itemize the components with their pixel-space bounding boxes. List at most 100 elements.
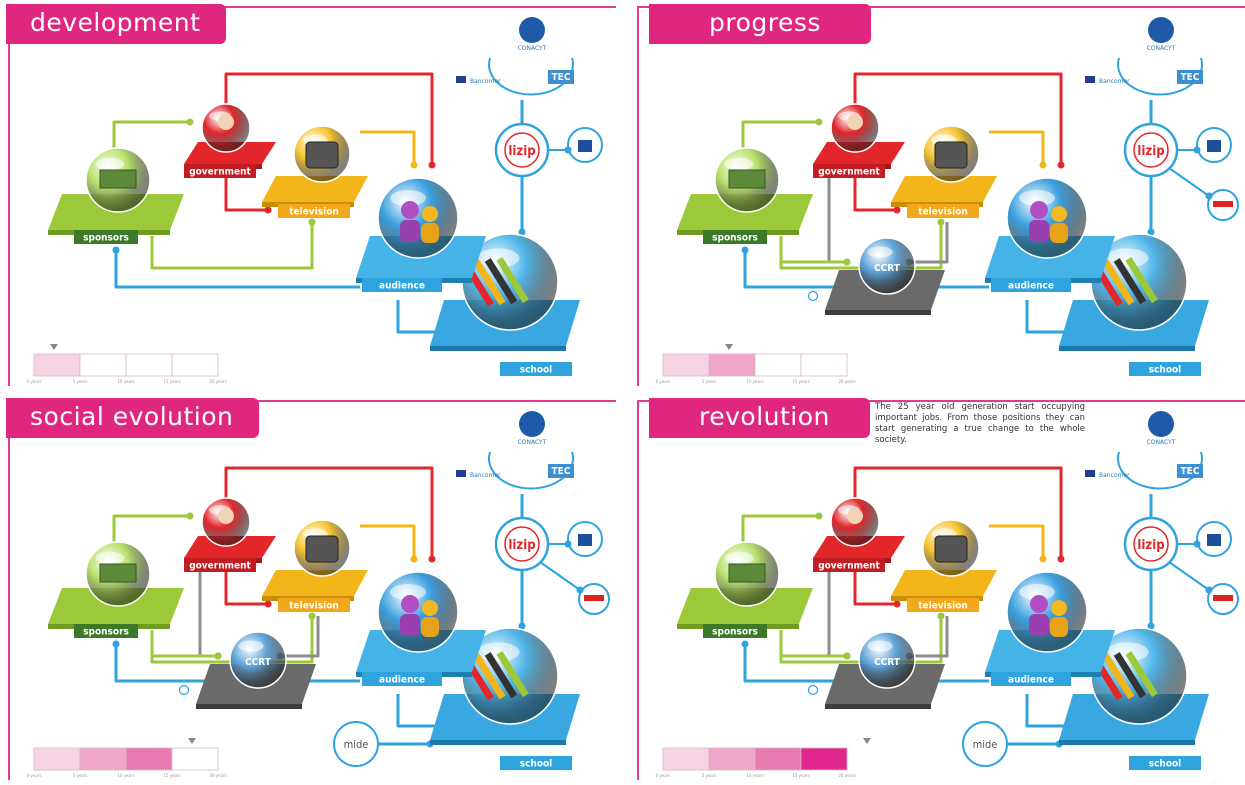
person-body-icon (400, 614, 420, 636)
audience-label: audience (379, 281, 425, 292)
timeline-tick: 0 years (656, 773, 671, 778)
audience-sphere (377, 177, 459, 259)
sponsors-label: sponsors (83, 233, 129, 244)
crayon-icon (473, 653, 506, 700)
conacyt-label: CONACYT (518, 439, 547, 446)
sponsors-label: sponsors (83, 627, 129, 638)
panel-frame (637, 6, 1245, 386)
person-icon (401, 201, 419, 219)
extra-to-lizip-line-dot (576, 586, 584, 594)
timeline-tick: 5 years (702, 773, 717, 778)
timeline-segment (33, 353, 81, 377)
diagram-group: schoolaudiencesponsorsgovernmenttelevisi… (656, 17, 1239, 384)
school-label-bg (1129, 756, 1201, 770)
lizip-to-school-line-dot (1147, 228, 1155, 236)
sponsors-to-gov-line (112, 120, 190, 150)
sponsors-label-bg (703, 230, 767, 244)
timeline-tick: 15 years (792, 773, 809, 778)
extra-partner-logo (584, 595, 604, 601)
conacyt-logo (519, 17, 545, 43)
itesm-label: TEC (552, 466, 571, 477)
lizip-to-school-line-dot (518, 228, 526, 236)
person-body-icon (421, 617, 439, 637)
gov-to-ccrt-line (827, 564, 847, 658)
bancomer-label: Bancomer (470, 472, 501, 479)
diagram-group: schoolaudiencesponsorsgovernmenttelevisi… (656, 411, 1239, 778)
ccrt-logo-text: CCRT (245, 657, 272, 668)
gov-to-tv-line (853, 176, 897, 212)
official-icon (847, 508, 863, 524)
government-label-bg (184, 164, 256, 178)
person-body-icon (1050, 223, 1068, 243)
gov-to-ccrt-line (827, 170, 847, 264)
television-label-bg (278, 204, 350, 218)
timeline-segment (708, 353, 756, 377)
lizip-to-school-line-dot (1147, 622, 1155, 630)
timeline-segment (79, 353, 127, 377)
partner-to-lizip-line-dot (564, 540, 572, 548)
timeline-tick: 10 years (746, 773, 763, 778)
sponsors-sphere-shine (724, 157, 754, 171)
television-label-bg (278, 598, 350, 612)
sponsors-label-bg (703, 624, 767, 638)
bancomer-logo (1085, 470, 1095, 477)
gov-to-tv-line-dot (893, 206, 901, 214)
timeline-tick: 10 years (117, 379, 134, 384)
person-icon (422, 600, 438, 616)
ccrt-info-icon (807, 684, 819, 696)
school-label-bg (1129, 362, 1201, 376)
extra-to-lizip-line-dot (1205, 192, 1213, 200)
ecosystem-diagram: schoolaudiencesponsorsgovernmenttelevisi… (656, 17, 1239, 384)
tv-to-audience-line (989, 524, 1045, 559)
gov-to-audience-line-dot (1057, 161, 1065, 169)
television-label: television (918, 601, 968, 612)
sponsors-to-gov-line (741, 120, 819, 150)
government-label-bg (813, 164, 885, 178)
conacyt-logo (1148, 17, 1174, 43)
partner-to-lizip-line-dot (564, 146, 572, 154)
crayon-icon (1113, 652, 1147, 699)
timeline-segment (662, 353, 710, 377)
tv-icon (934, 535, 968, 563)
government-label: government (818, 561, 880, 572)
government-label-bg (184, 558, 256, 572)
person-icon (1030, 201, 1048, 219)
mide-ring (962, 721, 1008, 767)
timeline-segment (800, 353, 848, 377)
person-body-icon (421, 223, 439, 243)
bancomer-logo (456, 470, 466, 477)
audience-label-bg (362, 672, 442, 686)
extra-partner-logo (1213, 595, 1233, 601)
timeline-segment (171, 747, 219, 771)
sponsors-to-tv-line-dot (937, 218, 945, 226)
timeline-segment (800, 747, 848, 771)
person-icon (422, 206, 438, 222)
itesm-logo (548, 70, 574, 84)
school-label-bg (500, 756, 572, 770)
official-icon (218, 508, 234, 524)
mide-ring (333, 721, 379, 767)
ecosystem-diagram: schoolaudiencesponsorsgovernmenttelevisi… (27, 411, 610, 778)
ccrt-sphere-shine (867, 640, 893, 652)
audience-sphere-shine (390, 584, 426, 600)
panel-title: social evolution (6, 398, 260, 438)
school-label: school (520, 759, 553, 770)
ccrt-logo-text: CCRT (874, 657, 901, 668)
timeline-segment (125, 353, 173, 377)
ccrt-info-icon (807, 290, 819, 302)
crayon-icon (473, 259, 506, 306)
timeline-marker-icon (725, 344, 733, 350)
gov-to-audience-line-dot (428, 161, 436, 169)
audience-to-school-line (1025, 694, 1069, 728)
panel-title: revolution (649, 398, 870, 438)
audience-sphere-shine (1019, 584, 1055, 600)
sponsors-label-bg (74, 230, 138, 244)
audience-label: audience (379, 675, 425, 686)
extra-to-lizip-line (539, 561, 581, 591)
school-platform-edge (430, 346, 566, 351)
timeline-tick: 15 years (163, 379, 180, 384)
extra-partner-logo (1213, 201, 1233, 207)
official-icon (847, 114, 863, 130)
government-label-bg (813, 558, 885, 572)
sponsors-to-gov-line (741, 514, 819, 544)
